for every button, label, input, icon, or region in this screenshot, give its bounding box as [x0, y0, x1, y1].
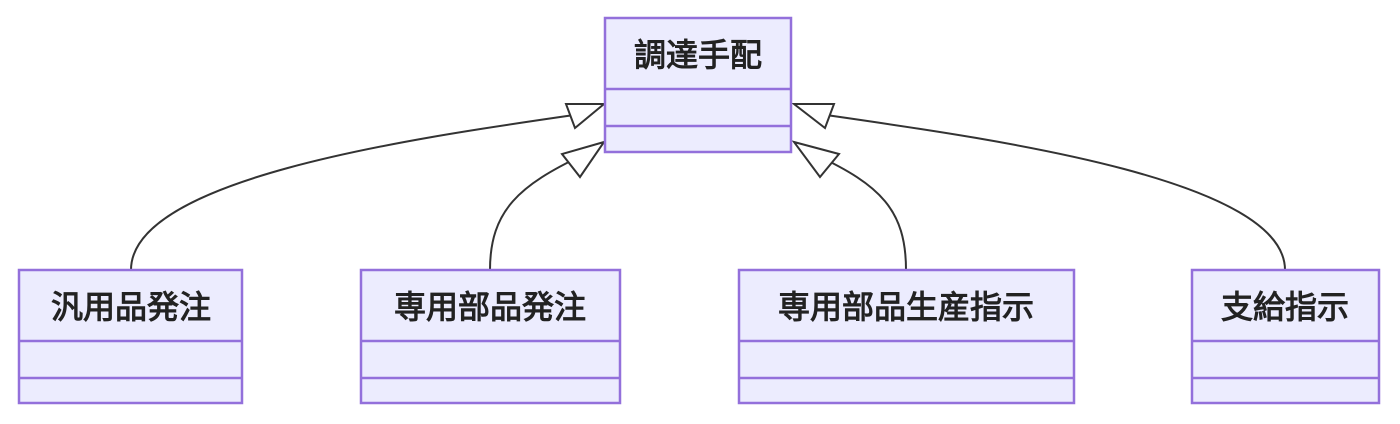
edge-child-2-to-parent: [489, 154, 584, 271]
class-name-child-4: 支給指示: [1221, 288, 1349, 326]
edge-child-3-to-parent: [815, 154, 907, 271]
class-box-child-3[interactable]: 専用部品生産指示: [737, 268, 1076, 405]
class-name-child-3: 専用部品生産指示: [778, 288, 1034, 326]
class-box-parent[interactable]: 調達手配: [603, 16, 793, 154]
class-name-parent: 調達手配: [634, 36, 762, 74]
edge-child-4-to-parent: [825, 114, 1286, 271]
inheritance-arrowhead-4: [791, 103, 836, 130]
class-name-child-1: 汎用品発注: [51, 288, 211, 326]
edge-child-1-to-parent: [130, 114, 575, 271]
inheritance-edges: [130, 103, 1286, 271]
class-box-child-2[interactable]: 専用部品発注: [359, 268, 622, 405]
inheritance-arrowhead-3: [791, 140, 841, 179]
class-box-child-1[interactable]: 汎用品発注: [17, 268, 244, 405]
class-name-child-2: 専用部品発注: [394, 288, 586, 326]
inheritance-arrowhead-1: [564, 103, 607, 130]
class-box-child-4[interactable]: 支給指示: [1190, 268, 1381, 405]
inheritance-arrowhead-2: [560, 140, 607, 179]
